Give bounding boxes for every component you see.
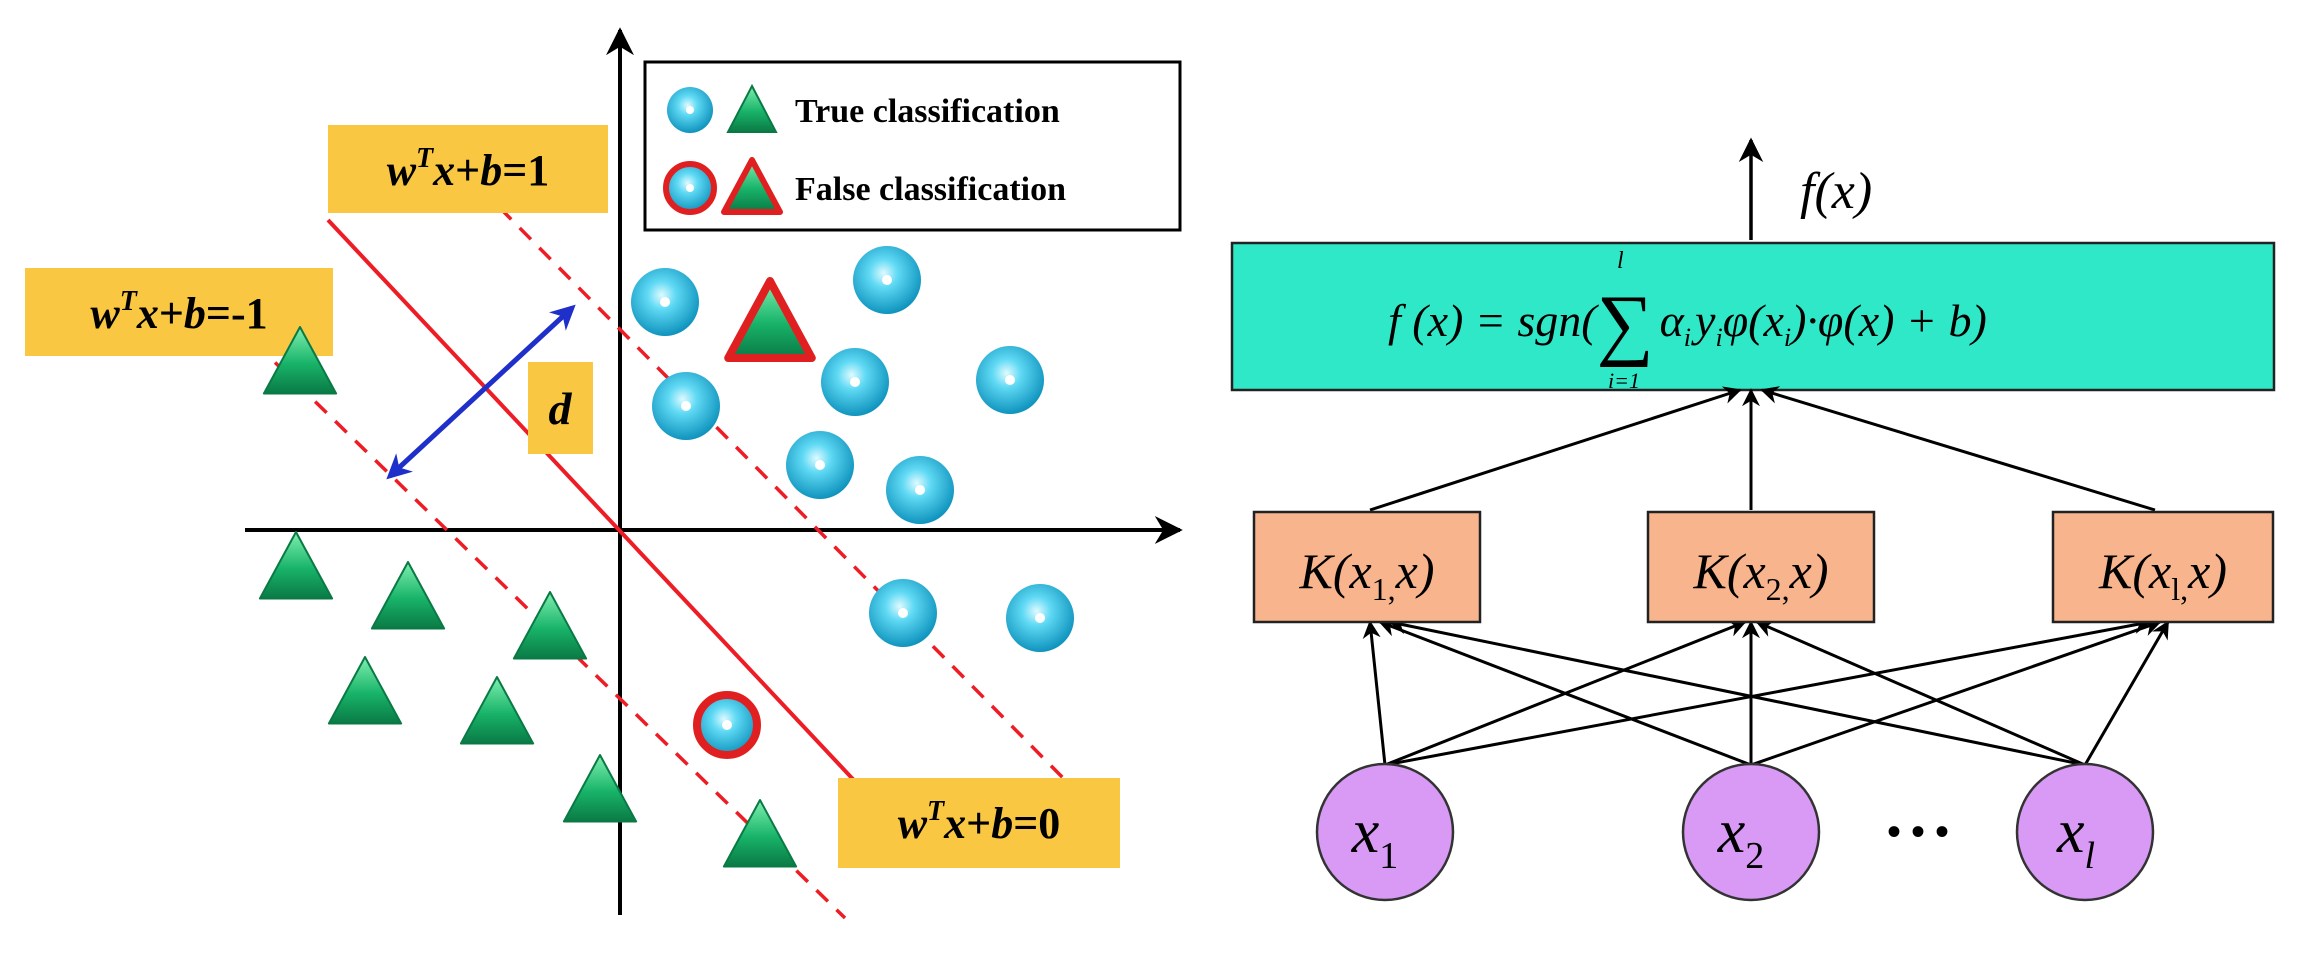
label-margin-d: d xyxy=(528,362,593,454)
circle-point xyxy=(1006,584,1074,652)
misclassified-triangle-point xyxy=(724,277,816,362)
input-node-1: x1 xyxy=(1315,762,1455,902)
circle-points xyxy=(631,246,1074,759)
legend-circle-icon xyxy=(667,87,713,133)
triangle-point xyxy=(327,656,403,725)
legend-circle-outlined-icon xyxy=(663,161,717,215)
misclassified-circle-point xyxy=(693,691,761,759)
input-kernel-edges xyxy=(1362,616,2170,767)
label-zero: wTx+b=0 xyxy=(838,778,1120,868)
ellipsis: • • • xyxy=(1887,809,1949,854)
label-minus-one: wTx+b=-1 xyxy=(25,268,333,356)
circle-point xyxy=(631,268,699,336)
legend-triangle-outlined-icon xyxy=(721,157,783,215)
kernel-box-2: K(x2,x) xyxy=(1646,510,1876,624)
svg-text:wTx+b=0: wTx+b=0 xyxy=(898,796,1061,848)
svg-text:wTx+b=1: wTx+b=1 xyxy=(387,143,550,195)
svg-text:x1: x1 xyxy=(1351,798,1399,877)
triangle-point xyxy=(258,531,334,600)
hyperplane-zero xyxy=(326,218,882,810)
svg-text:f (x) = sgn(∑αiyiφ(xi)·φ(x) +: f (x) = sgn(∑αiyiφ(xi)·φ(x) + b) xyxy=(1388,280,1987,368)
legend-triangle-icon xyxy=(726,83,778,133)
legend: True classification False classification xyxy=(643,60,1182,232)
sum-lower-limit: i=1 xyxy=(1608,368,1640,393)
formula-box: f (x) = sgn(∑αiyiφ(xi)·φ(x) + b) l i=1 xyxy=(1230,241,2276,393)
legend-true-label: True classification xyxy=(795,93,1060,130)
kernel-box-3: K(xl,x) xyxy=(2051,510,2275,624)
triangle-point xyxy=(512,591,588,660)
triangle-point xyxy=(562,754,638,823)
margin-line-plus xyxy=(498,206,1072,787)
svm-network: f(x) f (x) = sgn(∑αiyiφ(xi)·φ(x) + b) l … xyxy=(1230,137,2276,902)
output-label: f(x) xyxy=(1800,163,1872,220)
circle-point xyxy=(976,346,1044,414)
triangle-points xyxy=(258,277,816,868)
circle-point xyxy=(821,348,889,416)
circle-point xyxy=(853,246,921,314)
margin-line-minus xyxy=(253,341,847,920)
input-node-2: x2 xyxy=(1681,762,1821,902)
svg-text:K(xl,x): K(xl,x) xyxy=(2098,543,2227,607)
svg-text:xl: xl xyxy=(2056,798,2095,877)
circle-point xyxy=(652,372,720,440)
triangle-point xyxy=(370,561,446,630)
sum-upper-limit: l xyxy=(1617,248,1624,274)
svg-text:x2: x2 xyxy=(1717,798,1765,877)
edge-k3-out xyxy=(1760,386,2156,512)
svm-plot: wTx+b=1 wTx+b=-1 wTx+b=0 d xyxy=(25,27,1183,920)
triangle-point xyxy=(722,799,798,868)
circle-point xyxy=(786,431,854,499)
label-plus-one: wTx+b=1 xyxy=(328,125,608,213)
triangle-point xyxy=(262,326,338,395)
svg-text:wTx+b=-1: wTx+b=-1 xyxy=(90,286,267,338)
legend-false-label: False classification xyxy=(795,171,1066,208)
margin-arrow xyxy=(386,304,576,480)
kernel-box-1: K(x1,x) xyxy=(1252,510,1482,624)
circle-point xyxy=(869,579,937,647)
svg-text:d: d xyxy=(549,383,573,434)
svg-text:K(x2,x): K(x2,x) xyxy=(1692,543,1828,607)
triangle-point xyxy=(459,676,535,745)
input-node-3: xl xyxy=(2015,762,2155,902)
circle-point xyxy=(886,456,954,524)
edge-k1-out xyxy=(1369,386,1742,512)
svg-text:K(x1,x): K(x1,x) xyxy=(1298,543,1434,607)
